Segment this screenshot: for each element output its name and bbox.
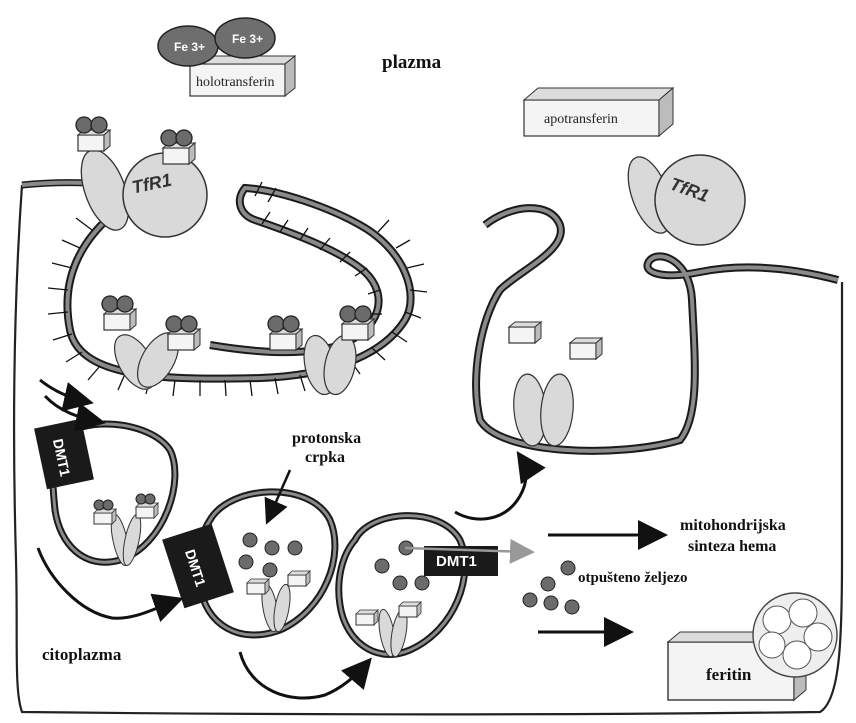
ferritin-cage bbox=[753, 593, 837, 677]
heme-label-line2: sinteza hema bbox=[688, 538, 776, 555]
proton-pump-label-line2: crpka bbox=[305, 449, 345, 466]
apotransferrin-block: apotransferin bbox=[524, 88, 673, 136]
endosome-vesicle-3 bbox=[339, 516, 465, 658]
dmt1-label-3: DMT1 bbox=[436, 553, 477, 570]
cytoplasm-label: citoplazma bbox=[42, 645, 122, 664]
recycling-endosome-content bbox=[509, 322, 602, 447]
fe-label-2: Fe 3+ bbox=[232, 32, 263, 46]
holotransferrin-label: holotransferin bbox=[196, 75, 275, 90]
fe-label-1: Fe 3+ bbox=[174, 40, 205, 54]
tfr1-left-complex: TfR1 bbox=[72, 117, 207, 237]
released-iron-balls bbox=[523, 561, 579, 614]
heme-label-line1: mitohondrijska bbox=[680, 517, 786, 534]
released-iron-label: otpušteno željezo bbox=[578, 570, 688, 586]
plasma-label: plazma bbox=[382, 52, 442, 73]
tfr1-right-complex: TfR1 bbox=[619, 151, 745, 245]
proton-pump-label-line1: protonska bbox=[292, 430, 361, 447]
ferritin-label: feritin bbox=[706, 665, 752, 684]
apotransferrin-label: apotransferin bbox=[544, 112, 618, 127]
